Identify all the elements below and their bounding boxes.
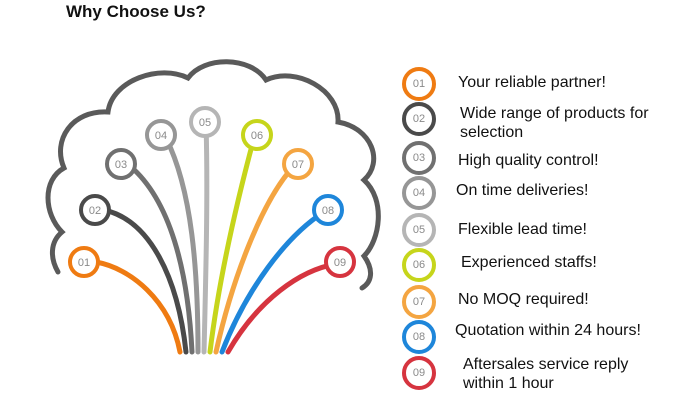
tree-node-06: 06 bbox=[241, 119, 273, 151]
svg-text:07: 07 bbox=[292, 159, 304, 171]
number-badge: 08 bbox=[402, 320, 436, 354]
strand-06 bbox=[207, 135, 257, 355]
strand-02 bbox=[101, 207, 189, 355]
cloud-outline bbox=[45, 59, 381, 291]
reason-label: On time deliveries! bbox=[456, 182, 589, 199]
number-badge: 06 bbox=[402, 248, 436, 282]
reason-label: No MOQ required! bbox=[458, 291, 589, 308]
number-badge: 07 bbox=[402, 285, 436, 319]
svg-text:03: 03 bbox=[115, 159, 127, 171]
reason-label: Quotation within 24 hours! bbox=[455, 322, 641, 339]
strand-05 bbox=[201, 121, 210, 355]
svg-text:06: 06 bbox=[251, 130, 263, 142]
strand-03 bbox=[127, 163, 195, 355]
tree-node-05: 05 bbox=[189, 106, 221, 138]
number-badge: 04 bbox=[402, 176, 436, 210]
page-title: Why Choose Us? bbox=[66, 2, 206, 21]
strand-07 bbox=[213, 163, 297, 355]
reason-label: Experienced staffs! bbox=[461, 254, 597, 271]
number-badge: 02 bbox=[402, 102, 436, 136]
svg-text:02: 02 bbox=[89, 205, 101, 217]
svg-text:01: 01 bbox=[78, 257, 90, 269]
reason-label: High quality control! bbox=[458, 152, 599, 169]
number-badge: 03 bbox=[402, 141, 436, 175]
number-badge: 01 bbox=[402, 67, 436, 101]
strand-04 bbox=[163, 135, 201, 355]
tree-node-07: 07 bbox=[282, 148, 314, 180]
reason-label: Your reliable partner! bbox=[458, 74, 606, 91]
tree-node-09: 09 bbox=[324, 246, 356, 278]
tree-node-01: 01 bbox=[68, 246, 100, 278]
tree-node-08: 08 bbox=[312, 194, 344, 226]
number-badge: 09 bbox=[402, 356, 436, 390]
strand-08 bbox=[219, 209, 327, 355]
number-badge: 05 bbox=[402, 213, 436, 247]
svg-text:08: 08 bbox=[322, 205, 334, 217]
strand-01 bbox=[93, 259, 183, 355]
svg-text:09: 09 bbox=[334, 257, 346, 269]
tree-node-04: 04 bbox=[145, 119, 177, 151]
tree-node-03: 03 bbox=[105, 148, 137, 180]
svg-text:04: 04 bbox=[155, 130, 167, 142]
strand-09 bbox=[225, 261, 339, 355]
reason-label: Flexible lead time! bbox=[458, 221, 587, 238]
svg-text:05: 05 bbox=[199, 117, 211, 129]
tree-node-02: 02 bbox=[79, 194, 111, 226]
